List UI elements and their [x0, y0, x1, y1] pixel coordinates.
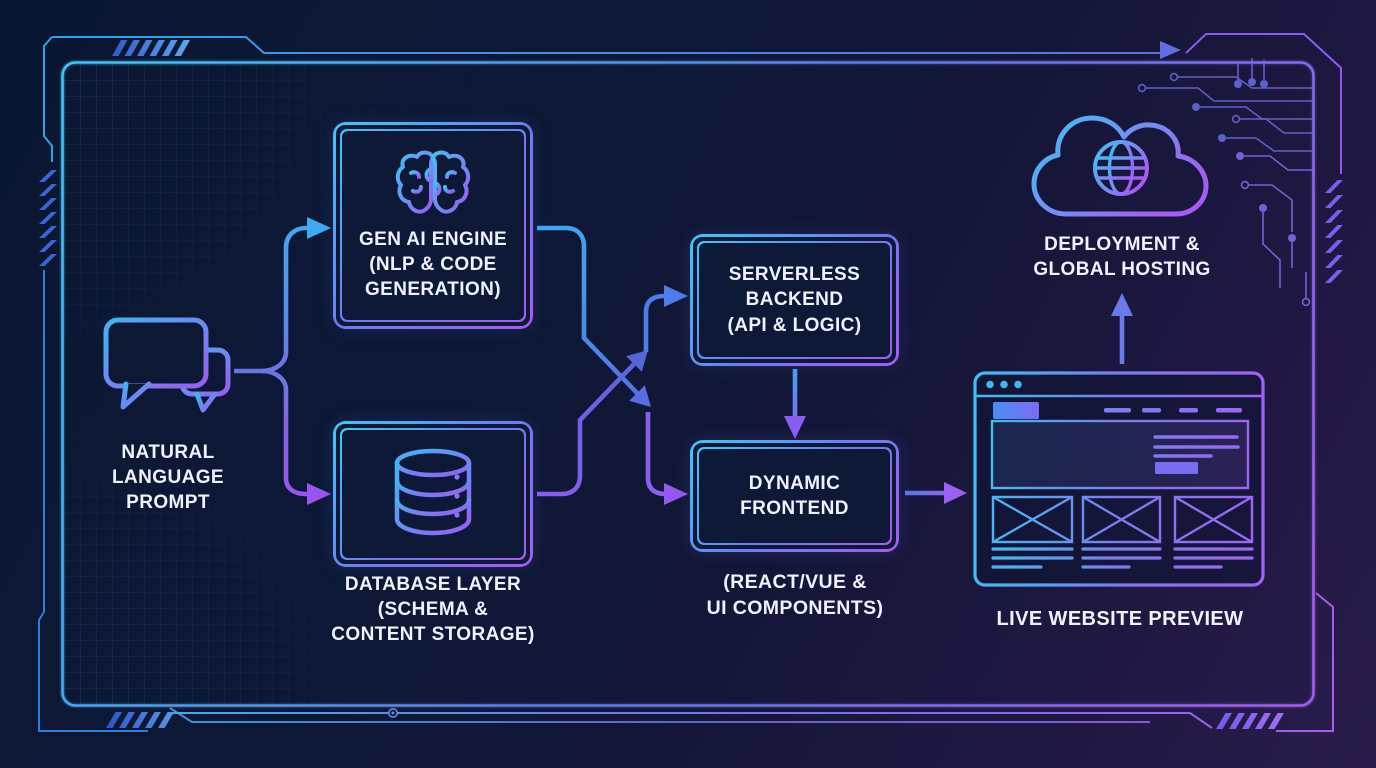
- browser-hero-section: [990, 419, 1250, 490]
- node-backend-label: SERVERLESS BACKEND (API & LOGIC): [727, 264, 862, 336]
- label-database-layer: DATABASE LAYER (SCHEMA & CONTENT STORAGE…: [331, 574, 535, 646]
- node-gen-ai-label: GEN AI ENGINE (NLP & CODE GENERATION): [358, 228, 508, 301]
- node-database-layer: [333, 421, 533, 567]
- hazard-stripes-left-column: [39, 170, 57, 266]
- cloud-globe-icon: [1031, 115, 1209, 217]
- label-frontend-sub: (REACT/VUE & UI COMPONENTS): [706, 571, 884, 619]
- hazard-stripes-right-column: [1325, 180, 1343, 283]
- circuit-traces: [1137, 58, 1314, 307]
- node-serverless-backend: SERVERLESS BACKEND (API & LOGIC): [690, 234, 899, 366]
- label-live-website-preview: LIVE WEBSITE PREVIEW: [996, 608, 1244, 630]
- edge-preview-to-deployment: [1111, 293, 1133, 364]
- node-gen-ai-engine: GEN AI ENGINE (NLP & CODE GENERATION): [333, 122, 533, 329]
- hazard-stripes-bottom-left: [106, 712, 174, 728]
- edge-prompt-to-genai: [283, 217, 331, 352]
- browser-logo-block: [993, 402, 1039, 419]
- browser-card-text-lines: [991, 547, 1254, 569]
- edge-genai-cross: [537, 225, 651, 407]
- edge-into-backend: [643, 285, 688, 352]
- edge-into-frontend: [645, 412, 688, 505]
- frame-decoration-top-right-corner: [1185, 33, 1342, 174]
- frame-decoration-top: [43, 36, 1160, 162]
- circuit-node-bottom: [387, 707, 398, 718]
- frame-decoration-bottom: [169, 592, 1334, 732]
- edge-frontend-to-preview: [905, 482, 967, 504]
- edge-prompt-to-database: [283, 390, 331, 505]
- frame-arrow-top-icon: [1160, 41, 1181, 59]
- edge-prompt-branch: [234, 351, 289, 391]
- brain-icon: [395, 150, 471, 214]
- database-icon: [394, 448, 472, 536]
- label-deployment-hosting: DEPLOYMENT & GLOBAL HOSTING: [1033, 234, 1211, 281]
- node-frontend-label: DYNAMIC FRONTEND: [740, 472, 849, 519]
- edge-backend-to-frontend: [784, 369, 806, 439]
- browser-window-controls: [986, 380, 1022, 389]
- main-frame-border: [59, 59, 1317, 709]
- label-natural-language-prompt: NATURAL LANGUAGE PROMPT: [112, 442, 224, 514]
- chat-bubbles-icon: [103, 317, 231, 413]
- edge-database-cross: [537, 350, 648, 497]
- browser-card-grid: [991, 495, 1254, 544]
- browser-nav-links: [1104, 408, 1242, 413]
- node-dynamic-frontend: DYNAMIC FRONTEND: [690, 440, 899, 552]
- browser-window-icon: [973, 371, 1265, 587]
- hazard-stripes-top-left: [112, 40, 190, 56]
- frame-decoration-left: [38, 270, 148, 732]
- hazard-stripes-bottom-right: [1216, 713, 1284, 729]
